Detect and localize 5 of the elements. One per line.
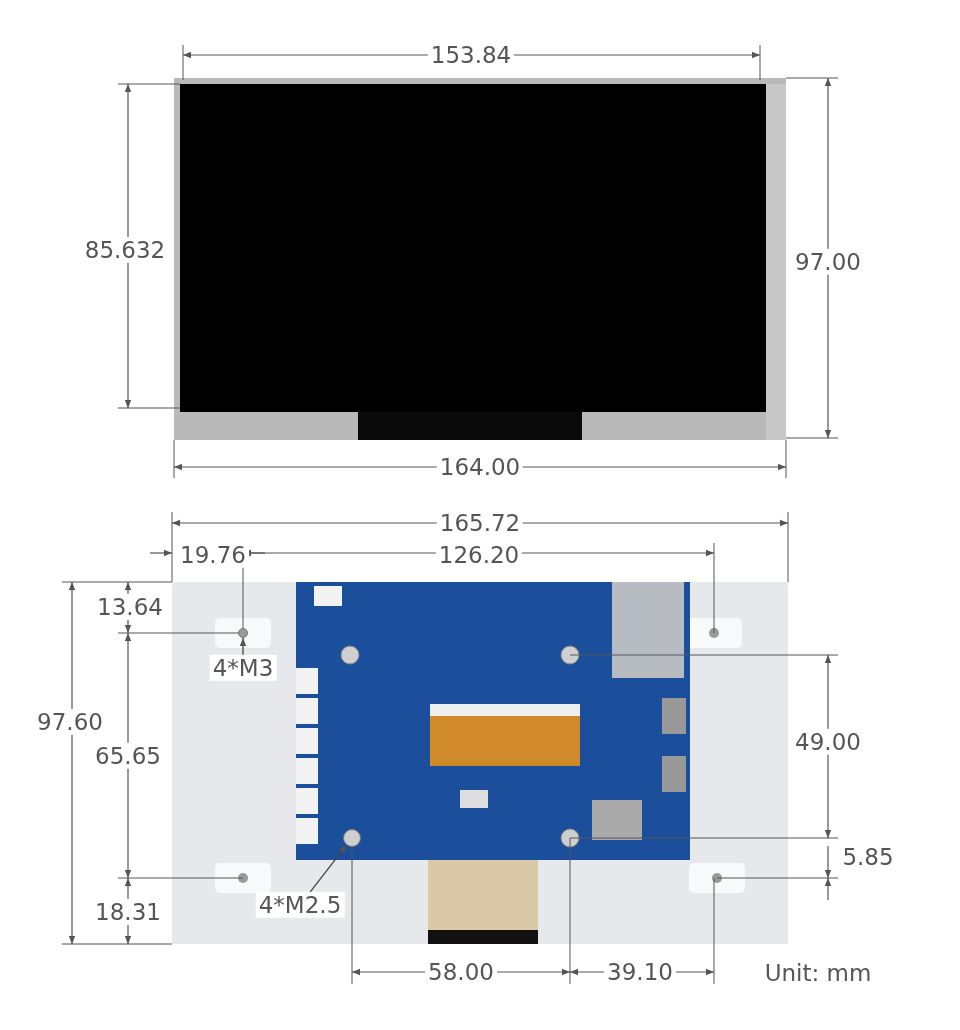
leader-line <box>309 844 348 893</box>
callout-label: 4*M3 <box>209 654 277 682</box>
leader-line <box>239 637 247 656</box>
callout-label: 4*M2.5 <box>255 891 345 919</box>
mounting-hole <box>238 628 248 638</box>
